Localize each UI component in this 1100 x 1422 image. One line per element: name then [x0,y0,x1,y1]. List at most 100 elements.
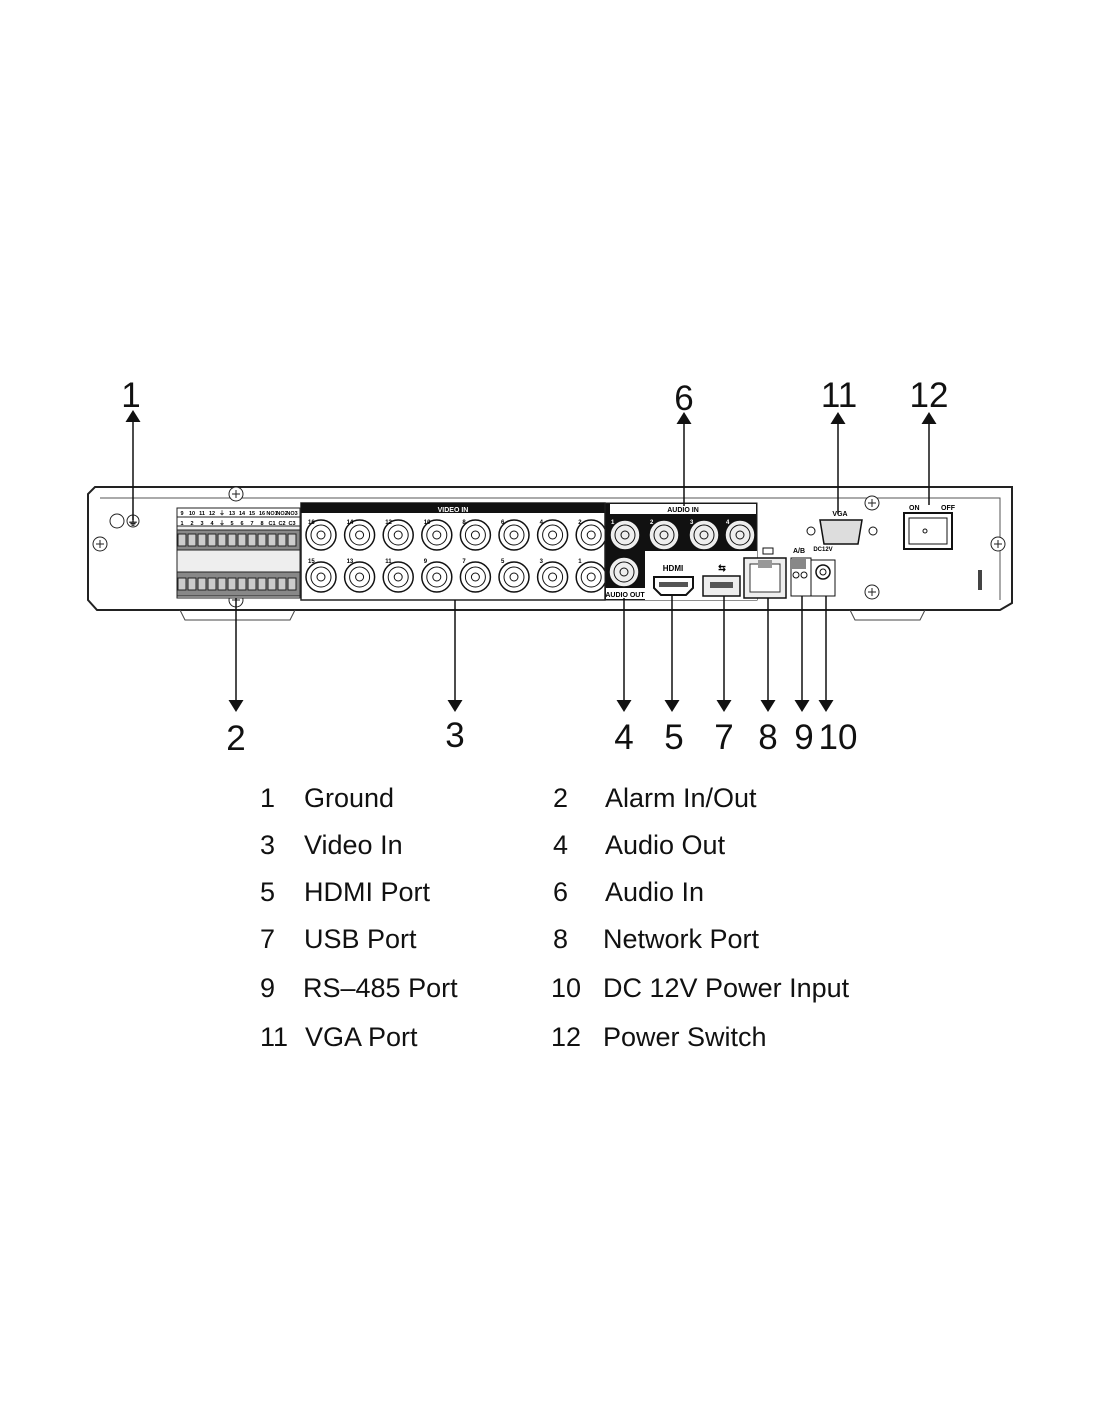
video-in-bnc [421,519,453,551]
audio-in-bnc [609,519,641,551]
legend-num: 3 [260,830,276,860]
video-in-bnc-pin [393,530,403,540]
terminal-screw [197,533,207,547]
video-in-bnc [459,519,492,551]
audio-in-number: 3 [690,520,694,526]
video-in-bnc-pin [509,572,519,582]
callout-11: 11 [821,376,857,415]
on-label: ON [909,505,920,512]
video-in-number: 2 [578,520,582,526]
audio-in-bnc-pin [735,530,745,540]
hdmi-port: HDMI [653,564,694,596]
terminal-label-top: 10 [189,511,195,517]
legend-label: Audio In [605,877,705,907]
usb-port: ⇆ [702,563,741,597]
network-port [743,547,787,599]
video-in-bnc [421,561,453,593]
audio-in-number: 2 [650,520,654,526]
callout-2: 2 [226,719,245,758]
rs485-port: A/B [790,548,812,597]
callout-4: 4 [614,718,633,757]
video-in-number: 4 [540,520,544,526]
video-in-label: VIDEO IN [438,507,469,514]
video-in-bnc-ring [542,524,564,546]
callout-7: 7 [714,718,733,757]
terminal-screw [267,533,277,547]
terminal-screw [197,577,207,591]
video-in-number: 3 [540,559,544,565]
audio-in-bnc-ring [729,524,751,546]
legend-label: Power Switch [603,1022,767,1052]
video-in-number: 10 [424,520,431,526]
video-in-bnc [459,561,492,593]
terminal-label-bottom: ⏚ [219,520,225,527]
legend-label: Video In [304,830,403,860]
callout-3: 3 [445,716,464,755]
audio-in-bnc-ring [653,524,675,546]
audio-out-bnc-ring [613,561,635,583]
terminal-label-top: 14 [239,511,246,517]
legend-num: 2 [553,783,569,813]
terminal-screw [287,577,297,591]
video-in-bnc-pin [393,572,403,582]
terminal-label-top: 9 [180,511,183,517]
dc-power-port: DC12V [810,547,836,597]
video-in-number: 12 [385,520,392,526]
terminal-label-bottom: 4 [210,521,214,527]
svg-text:⏚: ⏚ [128,515,139,528]
video-in-number: 5 [501,559,505,565]
audio-in-bnc-ring [614,524,636,546]
callout-6: 6 [674,379,693,418]
terminal-screw [247,533,257,547]
terminal-label-bottom: 2 [190,521,193,527]
audio-out-bnc [608,556,640,588]
video-in-number: 11 [385,559,392,565]
video-in-bnc-pin [316,530,326,540]
off-label: OFF [941,505,956,512]
terminal-label-top: 15 [249,511,255,517]
video-in-bnc-ring [426,566,448,588]
terminal-screw [217,577,227,591]
video-in-bnc-ring [580,524,602,546]
legend-num: 8 [553,924,569,954]
terminal-screw [237,577,247,591]
terminal-label-top: NO3 [286,511,297,517]
video-in-bnc-pin [548,530,558,540]
audio-in-number: 1 [611,520,615,526]
terminal-screw [207,577,217,591]
terminal-label-top: 16 [259,511,265,517]
terminal-screw [177,577,187,591]
terminal-screw [277,577,287,591]
terminal-label-top: 11 [199,511,205,517]
terminal-screw [287,533,297,547]
legend-label: HDMI Port [304,877,431,907]
terminal-label-bottom: 3 [200,521,203,527]
legend-num: 6 [553,877,569,907]
screw-cross-icon [232,490,240,498]
video-in-bnc [343,561,376,593]
video-in-bnc-ring [464,524,486,546]
terminal-label-top: NO2 [276,511,287,517]
vga-label: VGA [832,511,847,518]
terminal-screw [207,533,217,547]
video-in-bnc-pin [586,530,596,540]
callout-9: 9 [794,718,813,757]
video-in-bnc [498,519,530,551]
power-switch: ON OFF [903,505,956,550]
video-in-bnc-pin [470,572,480,582]
video-in-bnc-ring [310,566,332,588]
dc12v-label: DC12V [813,547,832,553]
video-in-number: 16 [308,520,315,526]
video-in-bnc [382,519,414,551]
terminal-label-bottom: C2 [278,521,285,527]
terminal-screw [227,577,237,591]
callout-5: 5 [664,718,683,757]
audio-in-label: AUDIO IN [667,507,699,514]
video-in-bnc-pin [316,572,326,582]
terminal-label-top: NO1 [266,511,277,517]
video-in-bnc-pin [355,530,365,540]
legend-num: 11 [260,1022,289,1052]
video-in-bnc-pin [586,572,596,582]
video-in-number: 6 [501,520,505,526]
terminal-label-bottom: C1 [268,521,275,527]
